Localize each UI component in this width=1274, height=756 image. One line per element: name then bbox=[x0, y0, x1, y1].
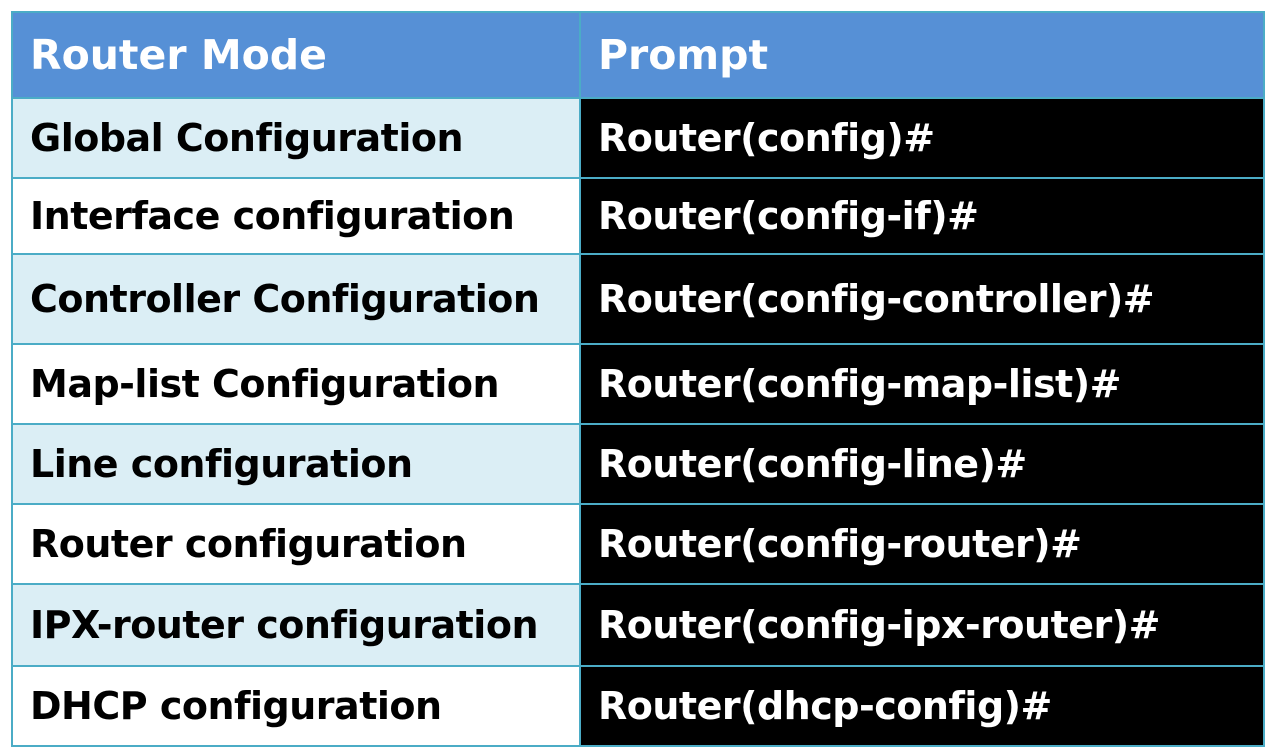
prompt-cell: Router(config)# bbox=[579, 97, 1265, 179]
router-mode-cell: Line configuration bbox=[11, 423, 581, 505]
router-modes-table: Router Mode Prompt Global Configuration … bbox=[11, 11, 1265, 747]
prompt-cell: Router(config-controller)# bbox=[579, 253, 1265, 345]
table-row: Controller Configuration Router(config-c… bbox=[11, 253, 1265, 345]
header-prompt: Prompt bbox=[579, 11, 1265, 99]
router-mode-cell: Router configuration bbox=[11, 503, 581, 585]
router-mode-cell: Controller Configuration bbox=[11, 253, 581, 345]
prompt-cell: Router(config-ipx-router)# bbox=[579, 583, 1265, 667]
router-mode-cell: Global Configuration bbox=[11, 97, 581, 179]
prompt-cell: Router(dhcp-config)# bbox=[579, 665, 1265, 747]
table-row: Interface configuration Router(config-if… bbox=[11, 177, 1265, 255]
router-mode-cell: Interface configuration bbox=[11, 177, 581, 255]
router-mode-cell: IPX-router configuration bbox=[11, 583, 581, 667]
table-row: DHCP configuration Router(dhcp-config)# bbox=[11, 665, 1265, 747]
router-modes-table-container: Router Mode Prompt Global Configuration … bbox=[11, 11, 1265, 747]
table-row: Line configuration Router(config-line)# bbox=[11, 423, 1265, 505]
prompt-cell: Router(config-router)# bbox=[579, 503, 1265, 585]
table-header-row: Router Mode Prompt bbox=[11, 11, 1265, 99]
header-router-mode: Router Mode bbox=[11, 11, 581, 99]
router-mode-cell: DHCP configuration bbox=[11, 665, 581, 747]
router-mode-cell: Map-list Configuration bbox=[11, 343, 581, 425]
table-row: IPX-router configuration Router(config-i… bbox=[11, 583, 1265, 667]
table-row: Router configuration Router(config-route… bbox=[11, 503, 1265, 585]
prompt-cell: Router(config-if)# bbox=[579, 177, 1265, 255]
table-row: Map-list Configuration Router(config-map… bbox=[11, 343, 1265, 425]
prompt-cell: Router(config-map-list)# bbox=[579, 343, 1265, 425]
table-row: Global Configuration Router(config)# bbox=[11, 97, 1265, 179]
prompt-cell: Router(config-line)# bbox=[579, 423, 1265, 505]
